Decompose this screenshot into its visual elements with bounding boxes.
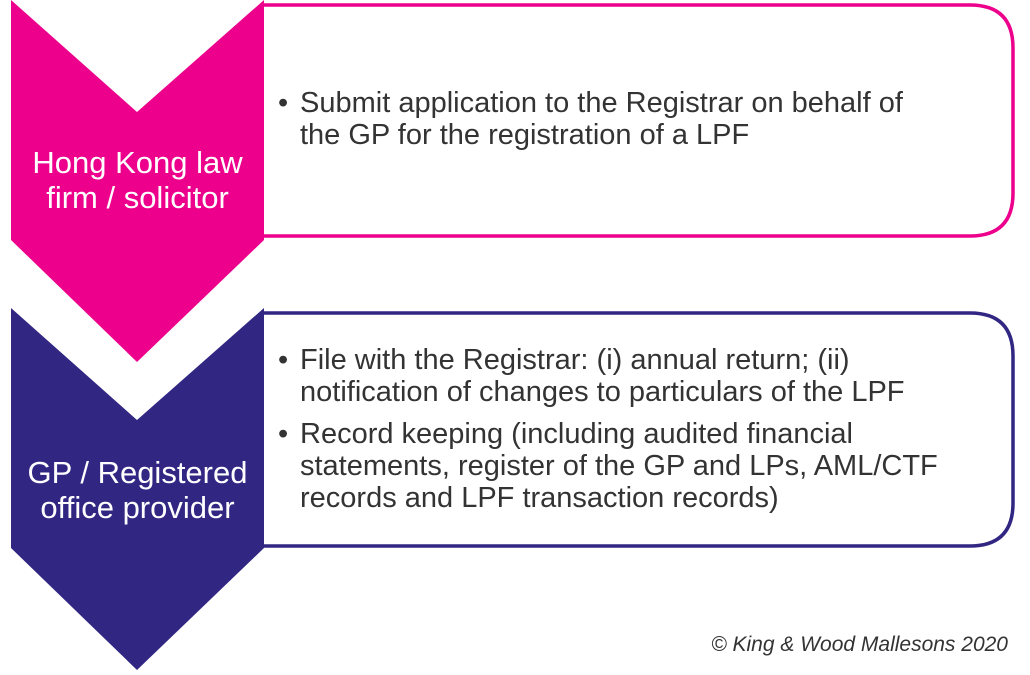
step1-chevron [11,0,264,362]
step2-bullets: • File with the Registrar: (i) annual re… [278,344,938,524]
step2-bullet-1-line-1: File with the Registrar: (i) annual retu… [300,344,850,376]
bullet-marker: • [278,418,289,450]
step2-label-line-2: office provider [40,490,235,525]
step2-bullet-2-line-2: statements, register of the GP and LPs, … [300,450,938,482]
step1-bullet-1-line-2: the GP for the registration of a LPF [300,119,750,151]
step2-bullet-1-line-2: notification of changes to particulars o… [300,376,905,408]
bullet-marker: • [278,87,289,119]
step2-bullet-1: • File with the Registrar: (i) annual re… [278,344,938,408]
step1-bullet-1: • Submit application to the Registrar on… [278,87,903,151]
step1-bullet-1-line-1: Submit application to the Registrar on b… [300,87,903,119]
step2-chevron [11,308,264,670]
step2-label: GP / Registered office provider [11,455,264,525]
step1-bullets: • Submit application to the Registrar on… [278,87,903,161]
bullet-marker: • [278,344,289,376]
step1-label: Hong Kong law firm / solicitor [11,145,264,215]
step2-bullet-2-line-1: Record keeping (including audited financ… [300,418,853,450]
step2-bullet-2-line-3: records and LPF transaction records) [300,482,779,514]
copyright-notice: © King & Wood Mallesons 2020 [711,633,1008,656]
step2-content-box [262,311,1015,548]
step1-content-box [262,3,1015,238]
step1-label-line-2: firm / solicitor [46,180,229,215]
step2-label-line-1: GP / Registered [27,455,248,490]
step1-label-line-1: Hong Kong law [32,145,243,180]
step2-bullet-2: • Record keeping (including audited fina… [278,418,938,514]
